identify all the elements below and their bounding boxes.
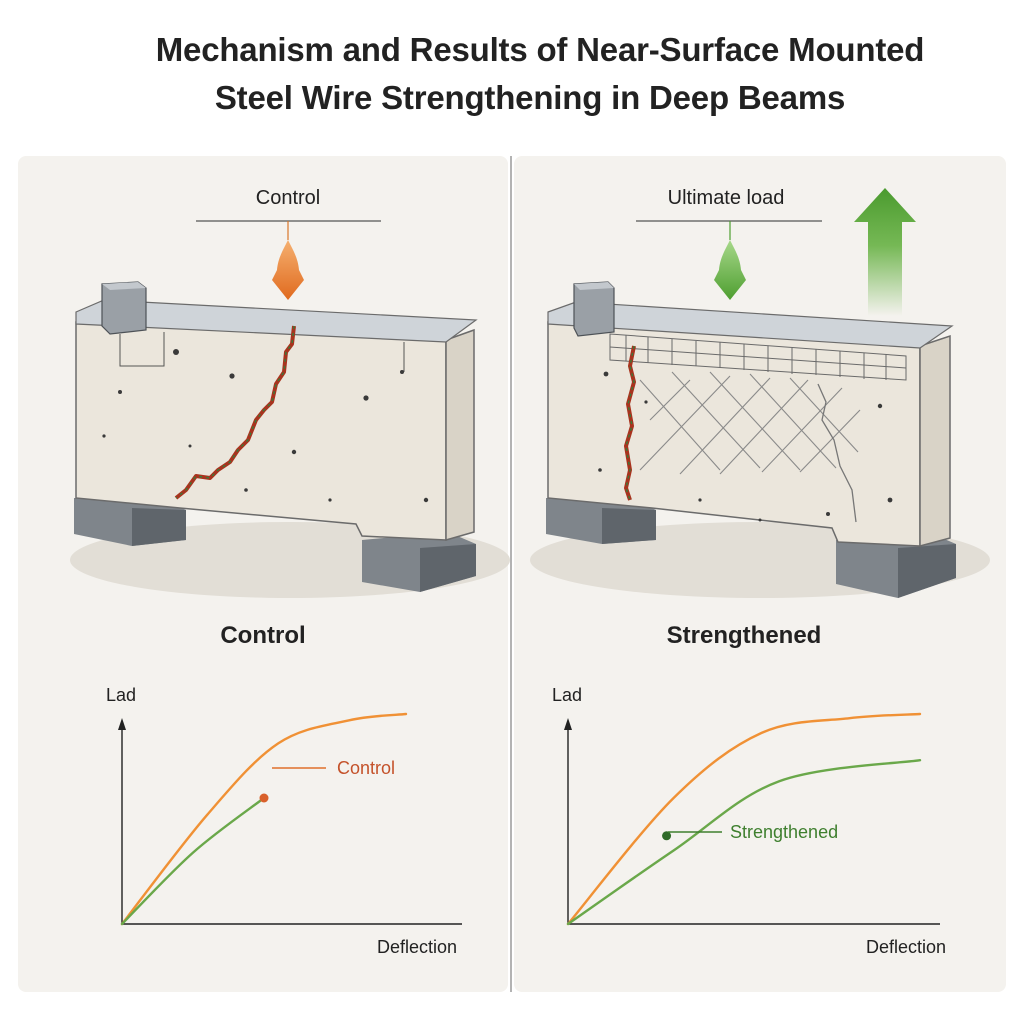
gauge-line [119,332,165,367]
strengthened-point-label: Strengthened [730,822,838,842]
annotation-point [662,831,672,841]
control-chart: Lad Deflection Control [106,685,462,957]
figure-title-line-1: Mechanism and Results of Near-Surface Mo… [155,31,925,68]
control-load-label: Control [256,187,320,209]
control-caption: Control [220,622,305,649]
control-point-label: Control [337,758,395,778]
green-load-deflection-curve [566,759,922,926]
beam-top [75,299,478,343]
nsm-diagonal-wire-mesh [639,371,861,475]
chart-y-axis-arrow-icon [118,718,126,730]
secondary-crack [817,383,857,523]
chart-y-label: Lad [106,685,136,705]
right-support-side [420,544,476,592]
left-support-side [132,508,186,546]
green-load-deflection-curve [120,796,266,926]
orange-load-deflection-curve [120,712,408,926]
beam-side [445,328,475,541]
strengthened-chart: Lad Deflection Strengthened [552,685,946,957]
bearing-plate-top [102,282,146,290]
nsm-steel-wire-band [609,333,907,381]
chart-y-axis-arrow-icon [564,718,572,730]
right-support-side [898,544,956,598]
bearing-plate [573,281,615,337]
concrete-pores [102,349,429,503]
shear-crack [624,345,636,501]
strengthened-caption: Strengthened [667,622,822,649]
control-load-arrow-icon [272,240,304,300]
chart-x-label: Deflection [377,937,457,957]
strengthened-beam [530,281,990,598]
shear-crack [174,325,296,500]
orange-load-deflection-curve [566,712,922,926]
figure-title-line-2: Steel Wire Strengthening in Deep Beams [214,79,846,116]
ultimate-load-label: Ultimate load [668,187,785,209]
annotation-point [259,793,269,803]
chart-x-label: Deflection [866,937,946,957]
bearing-plate [101,281,147,335]
beam-side [919,334,951,547]
bearing-plate-top [574,282,614,290]
chart-y-label: Lad [552,685,582,705]
beam-top [547,301,954,349]
ultimate-load-arrow-icon [714,240,746,300]
left-support-side [602,508,656,544]
control-beam [70,281,510,598]
capacity-increase-arrow-icon [854,188,916,316]
concrete-pores [598,371,893,522]
